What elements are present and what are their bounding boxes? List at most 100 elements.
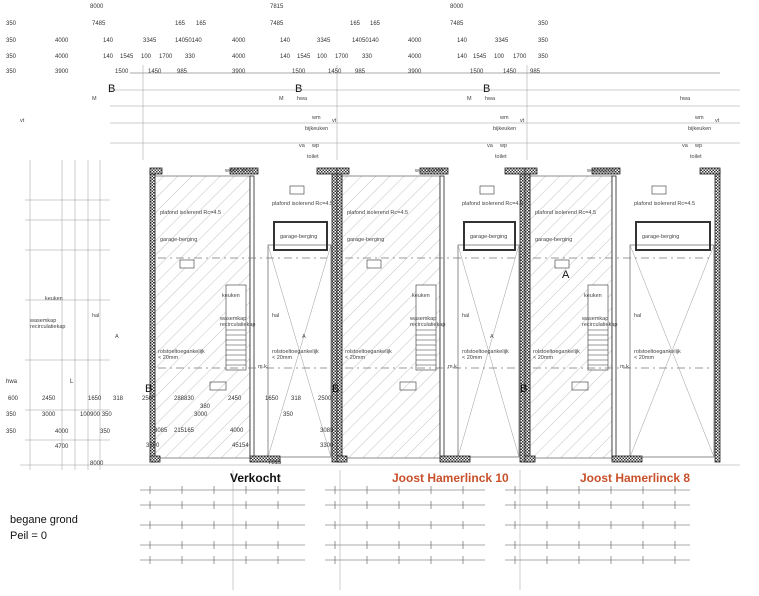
dimension-label: L <box>70 379 74 385</box>
dimension-label: 1450 <box>328 69 342 75</box>
dimension-label: 140 <box>280 38 291 44</box>
dimension-label: 1545 <box>297 54 311 60</box>
unit-2 <box>336 167 526 463</box>
room-label: vt <box>520 118 525 124</box>
dimension-label: 380 <box>200 404 211 410</box>
wall <box>519 169 526 463</box>
room-label-bijkeuken: bijkeuken <box>688 126 711 132</box>
unit-1 <box>149 167 338 463</box>
dimension-label: 3000 <box>42 412 56 418</box>
dimension-label: 1500 <box>292 69 306 75</box>
room-label-woonkamer: woonkamer <box>586 168 616 174</box>
dimension-label: 3345 <box>495 38 509 44</box>
dimension-label: 100 <box>141 54 152 60</box>
room-label: wp <box>311 143 319 149</box>
room-label-keuken: keuken <box>45 296 63 302</box>
dimension-label: 4000 <box>232 54 246 60</box>
room-label-garage: garage-berging <box>470 234 507 240</box>
dimension-label: 3000 <box>194 412 208 418</box>
dimension-lines <box>20 65 740 590</box>
room-label: wasemkap <box>409 316 436 322</box>
dimension-label: 350 <box>538 21 549 27</box>
dimension-label: 165 <box>370 21 381 27</box>
dimension-label: 1500 <box>115 69 129 75</box>
room-label-woonkamer: woonkamer <box>224 168 254 174</box>
dimension-label: 2450 <box>228 396 242 402</box>
room-label: wasemkap <box>29 318 56 324</box>
dimension-label: 1450 <box>503 69 517 75</box>
dimension-label: 330 <box>362 54 373 60</box>
stairs <box>415 284 437 371</box>
dimension-label: 4000 <box>55 54 69 60</box>
dimension-label: 2500 <box>318 396 332 402</box>
room-label-bijkeuken: bijkeuken <box>493 126 516 132</box>
dimension-label: 100 <box>494 54 505 60</box>
room-label: hwa <box>297 96 308 102</box>
dimension-label: 1545 <box>473 54 487 60</box>
room-label-keuken: keuken <box>222 293 240 299</box>
room-label: rolstoeltoegankelijk <box>462 349 509 355</box>
wall <box>336 169 343 463</box>
dimension-label: 4000 <box>408 54 422 60</box>
room-label-plafond: plafond isolerend Rc=4.5 <box>272 201 333 207</box>
room-label: rolstoeltoegankelijk <box>533 349 580 355</box>
room-label: rolstoeltoegankelijk <box>272 349 319 355</box>
dimension-label: 350 <box>6 429 17 435</box>
room-label: wm <box>694 115 704 121</box>
dimension-label: 165 <box>196 21 207 27</box>
room-label: va <box>682 143 689 149</box>
wall <box>149 169 156 463</box>
dimension-label: 215165 <box>174 428 195 434</box>
dimension-label: 140 <box>103 54 114 60</box>
dimension-label: 4000 <box>55 429 69 435</box>
room-label-garage: garage-berging <box>160 237 197 243</box>
dimension-label: 985 <box>530 69 541 75</box>
section-marker-a: A <box>490 334 494 340</box>
stairs <box>587 284 609 371</box>
dimension-label: 288830 <box>174 396 195 402</box>
dimension-label: 1545 <box>120 54 134 60</box>
dimension-label: 985 <box>355 69 366 75</box>
stairs <box>225 284 247 371</box>
dimension-label: 318 <box>113 396 124 402</box>
dimension-label: 8000 <box>90 4 104 10</box>
dimension-label: 4700 <box>55 444 69 450</box>
unit-status-label: Joost Hamerlinck 8 <box>580 471 690 485</box>
dimension-label: 45154 <box>232 443 249 449</box>
dimension-label: 165 <box>175 21 186 27</box>
dimension-label: 1500 <box>470 69 484 75</box>
dimension-label: 4000 <box>408 38 422 44</box>
dimension-label: 1450 <box>148 69 162 75</box>
dimension-label: 3900 <box>408 69 422 75</box>
room-label: hwa <box>680 96 691 102</box>
section-marker-b: B <box>295 83 302 95</box>
room-label-toilet: toilet <box>690 154 702 160</box>
room-label-hal: hal <box>634 313 641 319</box>
dimension-label: 3900 <box>232 69 246 75</box>
room-label: recirculatiekap <box>410 322 445 328</box>
room-label: recirculatiekap <box>220 322 255 328</box>
room-label: wp <box>694 143 702 149</box>
dimension-label: 7485 <box>270 21 284 27</box>
room-label: rolstoeltoegankelijk <box>158 349 205 355</box>
dimension-label: 1700 <box>513 54 527 60</box>
wall <box>714 169 721 463</box>
dimension-label: 350 <box>6 54 17 60</box>
section-marker-b: B <box>332 383 339 395</box>
section-marker-b: B <box>145 383 152 395</box>
dimension-label: 350 <box>538 38 549 44</box>
section-marker-a: A <box>562 269 570 281</box>
room-label: wm <box>499 115 509 121</box>
room-label: < 20mm <box>533 355 553 361</box>
unit-3 <box>524 167 721 463</box>
dimension-label: 3345 <box>317 38 331 44</box>
dimension-label: 985 <box>177 69 188 75</box>
room-label: rolstoeltoegankelijk <box>345 349 392 355</box>
room-label-plafond: plafond isolerend Rc=4.5 <box>347 210 408 216</box>
dimension-label: 1700 <box>159 54 173 60</box>
dimension-label: 2500 <box>142 396 156 402</box>
room-label: wasemkap <box>581 316 608 322</box>
unit-status-label: Verkocht <box>230 471 281 485</box>
room-label: < 20mm <box>462 355 482 361</box>
